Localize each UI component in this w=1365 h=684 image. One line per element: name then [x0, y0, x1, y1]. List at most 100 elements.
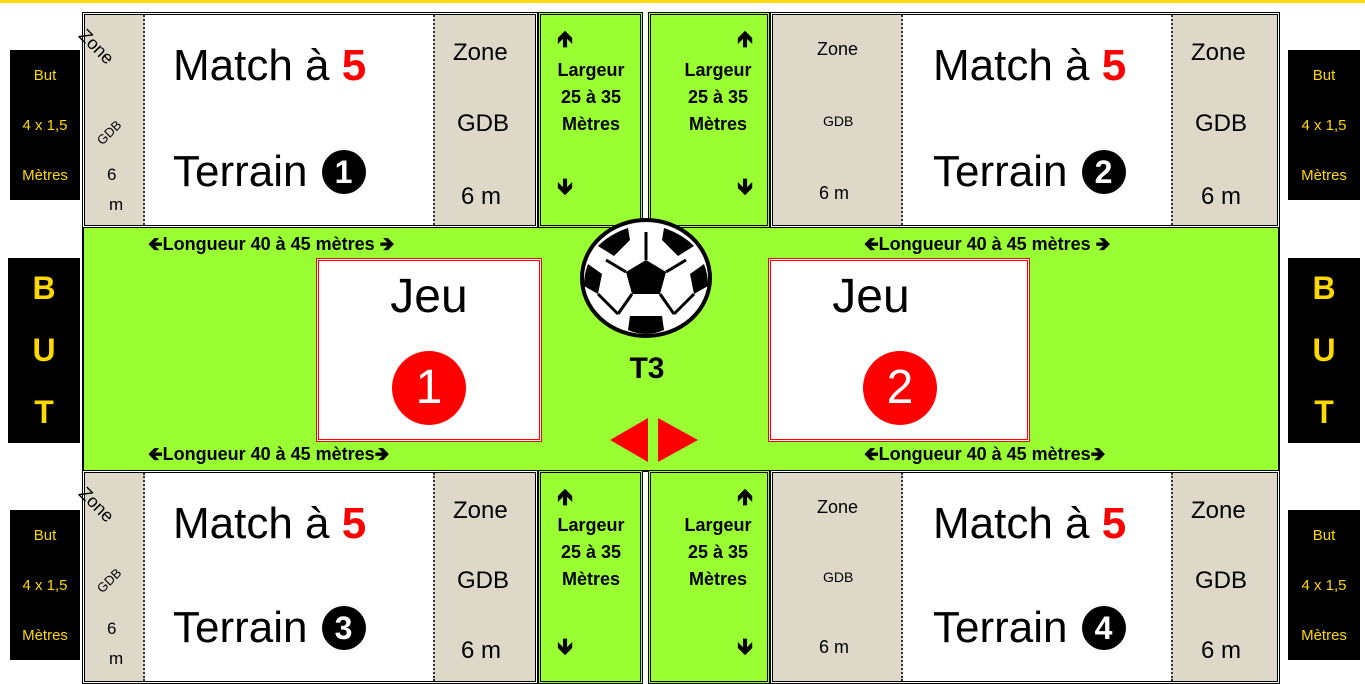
- width-label-range: 25 à 35: [541, 539, 641, 566]
- zone-label: Zone: [1191, 39, 1246, 67]
- goal-unit: Mètres: [1301, 627, 1347, 644]
- jeu-box-2: Jeu 2: [768, 258, 1030, 442]
- width-label-unit: Mètres: [541, 566, 641, 593]
- length-label: 🡸Longueur 40 à 45 mètres🡺: [864, 442, 1105, 472]
- goal-label: But: [1313, 527, 1336, 544]
- zone-size: 6 m: [819, 183, 849, 204]
- goalkeeper-zone-left: Zone GDB 6 m: [85, 15, 145, 225]
- zone-unit: m: [109, 649, 123, 669]
- width-label-unit: Mètres: [668, 111, 768, 138]
- goal-label: But: [34, 527, 57, 544]
- zone-label: Zone: [74, 483, 118, 527]
- zone-size: 6: [107, 165, 116, 185]
- goalkeeper-zone-right: Zone GDB 6 m: [1171, 473, 1277, 681]
- jeu-number-badge: 2: [863, 351, 937, 425]
- arrow-down-icon: 🡻: [540, 630, 590, 668]
- pitch-3: Zone GDB 6 m Zone GDB 6 m Match à 5 Terr…: [82, 470, 538, 684]
- length-label: 🡸Longueur 40 à 45 mètres🡺: [148, 442, 389, 472]
- side-goal-bottom-left: But 4 x 1,5 Mètres: [10, 510, 80, 660]
- goal-size: 4 x 1,5: [22, 117, 67, 134]
- match-title: Match à 5: [173, 499, 366, 549]
- width-label-title: Largeur: [541, 512, 641, 539]
- width-label-title: Largeur: [668, 57, 768, 84]
- arrow-down-icon: 🡻: [720, 630, 770, 668]
- goalkeeper-zone-right: Zone GDB 6 m: [1171, 15, 1277, 225]
- jeu-number-badge: 1: [392, 351, 466, 425]
- goalkeeper-zone-left: Zone GDB 6 m: [85, 473, 145, 681]
- arrow-up-icon: 🡹: [720, 22, 770, 60]
- zone-size: 6 m: [1201, 183, 1241, 211]
- zone-gdb: GDB: [823, 113, 853, 129]
- width-label: Largeur 25 à 35 Mètres: [541, 512, 641, 593]
- arrow-down-icon: 🡻: [540, 170, 590, 208]
- goalkeeper-zone-left: Zone GDB 6 m: [773, 15, 903, 225]
- goal-letter: B: [32, 270, 55, 307]
- match-title: Match à 5: [173, 41, 366, 91]
- zone-gdb: GDB: [1195, 567, 1247, 595]
- goal-letter: T: [34, 394, 54, 431]
- match-title: Match à 5: [933, 41, 1126, 91]
- top-border-line: [0, 0, 1365, 3]
- terrain-number-badge: 4: [1082, 606, 1126, 650]
- terrain-number-badge: 1: [322, 150, 366, 194]
- goal-size: 4 x 1,5: [22, 577, 67, 594]
- goal-unit: Mètres: [1301, 167, 1347, 184]
- goal-label: But: [34, 67, 57, 84]
- goal-unit: Mètres: [22, 167, 68, 184]
- zone-label: Zone: [74, 25, 118, 69]
- width-label-unit: Mètres: [541, 111, 641, 138]
- big-goal-left: B U T: [8, 258, 80, 443]
- zone-size: 6: [107, 619, 116, 639]
- terrain-number-badge: 2: [1082, 150, 1126, 194]
- pitch-2: Zone GDB 6 m Zone GDB 6 m Match à 5 Terr…: [770, 12, 1280, 228]
- side-goal-bottom-right: But 4 x 1,5 Mètres: [1288, 510, 1360, 660]
- zone-label: Zone: [817, 39, 858, 60]
- soccer-ball-icon: [578, 216, 714, 340]
- goalkeeper-zone-right: Zone GDB 6 m: [433, 473, 535, 681]
- side-goal-top-left: But 4 x 1,5 Mètres: [10, 50, 80, 200]
- zone-label: Zone: [1191, 497, 1246, 525]
- goal-size: 4 x 1,5: [1301, 117, 1346, 134]
- arrow-down-icon: 🡻: [720, 170, 770, 208]
- match-player-count: 5: [342, 41, 366, 90]
- ball-patch: [628, 316, 664, 334]
- match-title: Match à 5: [933, 499, 1126, 549]
- goal-letter: T: [1314, 394, 1334, 431]
- match-player-count: 5: [1102, 499, 1126, 548]
- zone-size: 6 m: [1201, 637, 1241, 665]
- center-label: T3: [612, 352, 682, 386]
- zone-label: Zone: [817, 497, 858, 518]
- goal-letter: U: [1312, 332, 1335, 369]
- jeu-title: Jeu: [771, 269, 971, 324]
- zone-size: 6 m: [461, 183, 501, 211]
- jeu-title: Jeu: [319, 269, 539, 324]
- width-label: Largeur 25 à 35 Mètres: [668, 512, 768, 593]
- goalkeeper-zone-right: Zone GDB 6 m: [433, 15, 535, 225]
- match-player-count: 5: [1102, 41, 1126, 90]
- width-label-range: 25 à 35: [541, 84, 641, 111]
- big-goal-right: B U T: [1288, 258, 1360, 443]
- pitch-1: Zone GDB 6 m Zone GDB 6 m Match à 5 Terr…: [82, 12, 538, 228]
- goal-label: But: [1313, 67, 1336, 84]
- zone-label: Zone: [453, 39, 508, 67]
- zone-gdb: GDB: [457, 110, 509, 138]
- zone-size: 6 m: [461, 637, 501, 665]
- pitch-4: Zone GDB 6 m Zone GDB 6 m Match à 5 Terr…: [770, 470, 1280, 684]
- width-label-range: 25 à 35: [668, 539, 768, 566]
- jeu-box-1: Jeu 1: [316, 258, 542, 442]
- side-goal-top-right: But 4 x 1,5 Mètres: [1288, 50, 1360, 200]
- goal-unit: Mètres: [22, 627, 68, 644]
- zone-gdb: GDB: [457, 567, 509, 595]
- terrain-number-badge: 3: [322, 606, 366, 650]
- match-player-count: 5: [342, 499, 366, 548]
- zone-gdb: GDB: [94, 117, 125, 148]
- zone-gdb: GDB: [94, 565, 125, 596]
- goal-size: 4 x 1,5: [1301, 577, 1346, 594]
- arrow-up-icon: 🡹: [540, 22, 590, 60]
- zone-gdb: GDB: [823, 569, 853, 585]
- width-label: Largeur 25 à 35 Mètres: [541, 57, 641, 138]
